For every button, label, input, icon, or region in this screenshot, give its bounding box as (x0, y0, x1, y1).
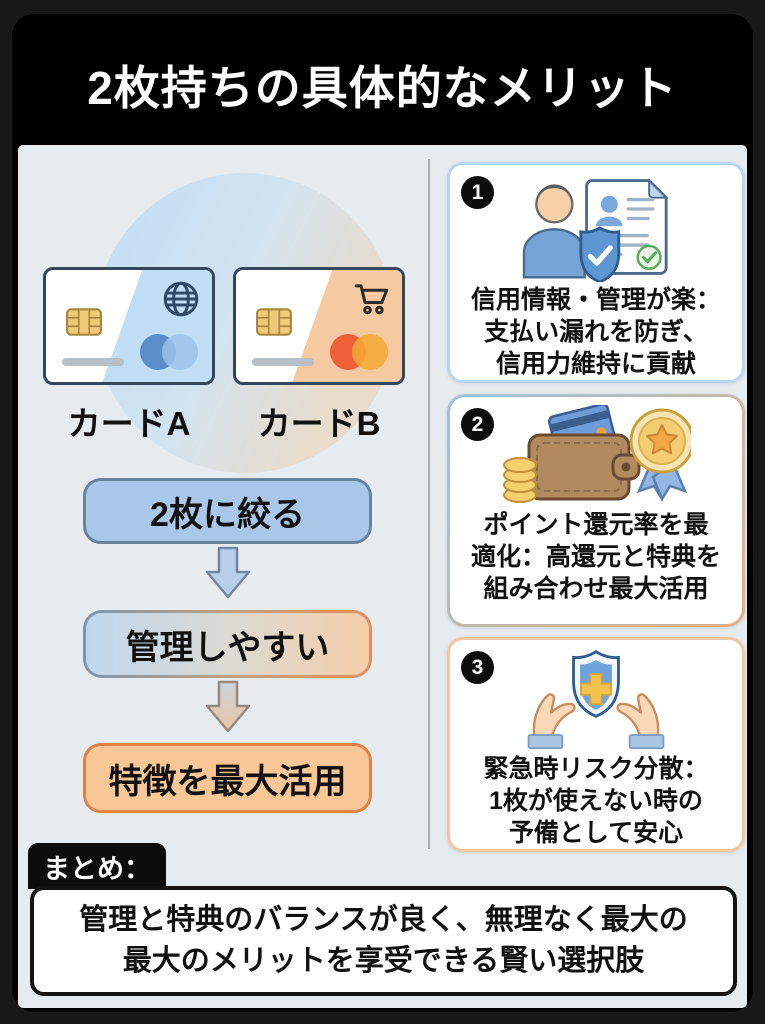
card-chip-icon (66, 308, 102, 341)
merit-3-number-badge: 3 (461, 651, 494, 684)
summary-label-tab: まとめ： (28, 843, 166, 889)
merit-card-1: 1 信用情報・管理が楽： 支払い漏れを防ぎ、 信用力維持に貢献 (447, 162, 745, 383)
down-arrow-icon (205, 680, 251, 733)
flow-step-2: 管理しやすい (86, 613, 369, 675)
credit-card-a (43, 267, 215, 385)
flow-step-3: 特徴を最大活用 (83, 743, 372, 813)
hands-shield-icon (527, 650, 665, 750)
merit-1-number-badge: 1 (461, 176, 494, 209)
merit-card-2-border: 2 (447, 394, 745, 627)
merit-2-text: ポイント還元率を最 適化：高還元と特典を 組み合わせ最大活用 (470, 511, 721, 603)
down-arrow-icon (205, 546, 251, 599)
merit-3-text: 緊急時リスク分散： 1枚が使えない時の 予備として安心 (483, 755, 709, 847)
globe-icon (160, 278, 202, 325)
person-shield-document-icon (522, 178, 668, 282)
merit-1-text: 信用情報・管理が楽： 支払い漏れを防ぎ、 信用力維持に貢献 (470, 286, 721, 378)
content-panel: カードA カードB 2枚に絞る 管理しやすい 特徴を最大活用 1 (18, 145, 747, 1008)
merit-2-number-badge: 2 (461, 408, 494, 441)
summary-box: 管理と特典のバランスが良く、無理なく最大の 最大のメリットを享受できる賢い選択肢 (30, 886, 737, 996)
summary-line-2: 最大のメリットを享受できる賢い選択肢 (122, 945, 645, 977)
card-a-label: カードA (67, 405, 191, 442)
card-b-label: カードB (257, 405, 381, 442)
flow-step-1: 2枚に絞る (83, 478, 372, 544)
card-b-brand-circles (330, 334, 388, 370)
flow-step-2-border: 管理しやすい (83, 610, 372, 678)
card-a-brand-circles (140, 334, 198, 370)
column-divider (428, 159, 430, 849)
merit-card-2: 2 (450, 397, 742, 624)
card-chip-icon (256, 308, 292, 341)
merit-card-3: 3 緊急時リスク分散： 1枚が使えない時の 予備として安心 (447, 637, 745, 852)
card-a-number-line (62, 358, 124, 366)
shopping-cart-icon (350, 278, 392, 325)
summary-line-1: 管理と特典のバランスが良く、無理なく最大の (79, 903, 688, 936)
page-title: 2枚持ちの具体的なメリット (87, 62, 678, 114)
credit-card-b (233, 267, 405, 385)
card-b-number-line (252, 358, 314, 366)
wallet-coins-medal-icon (503, 405, 691, 503)
